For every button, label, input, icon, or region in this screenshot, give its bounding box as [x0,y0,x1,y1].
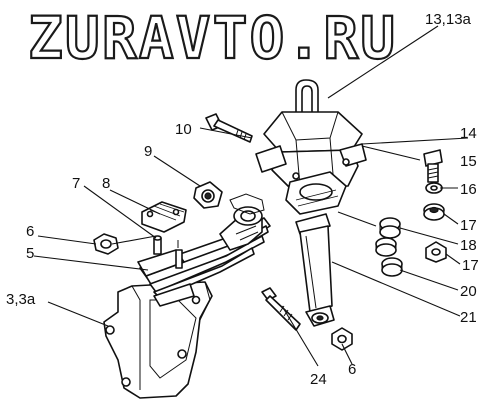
label-10: 10 [175,121,192,138]
part-rubber-bushing [375,217,401,257]
label-18: 18 [460,237,477,254]
part-spring-eye [219,193,265,251]
label-9: 9 [144,143,152,160]
part-bolt-top [205,113,253,143]
label-17-upper: 17 [460,217,477,234]
label-15: 15 [460,153,477,170]
label-14: 14 [460,125,477,142]
label-8: 8 [102,175,110,192]
part-upper-mount [255,79,367,215]
part-rubber-pad [141,201,187,233]
part-bushing [193,181,223,209]
label-5: 5 [26,245,34,262]
label-3-3a: 3,3а [6,291,36,308]
part-washer-17-upper [423,203,445,221]
label-13-13a: 13,13а [425,11,472,28]
label-6-left: 6 [26,223,34,240]
part-washer-20 [381,257,403,277]
part-bracket [103,281,213,399]
part-bolt-15 [423,149,443,183]
leader-lines [33,25,469,367]
part-nut-lower [331,327,353,351]
part-number-labels: 13,13а 10 14 9 15 7 8 16 6 17 5 18 17 20… [6,11,479,388]
label-24: 24 [310,371,327,388]
label-20: 20 [460,283,477,300]
part-washer-16 [425,182,443,194]
part-shock-absorber [295,213,335,327]
part-bolt-lower [261,287,301,331]
label-16: 16 [460,181,477,198]
label-7: 7 [72,175,80,192]
watermark-logo: ZURAVTO.RU [28,4,397,72]
part-pin [153,235,162,255]
label-21: 21 [460,309,477,326]
part-nut-left [93,233,119,255]
part-nut-17-lower [425,241,447,263]
label-17-lower: 17 [462,257,479,274]
label-6-lower: 6 [348,361,356,378]
